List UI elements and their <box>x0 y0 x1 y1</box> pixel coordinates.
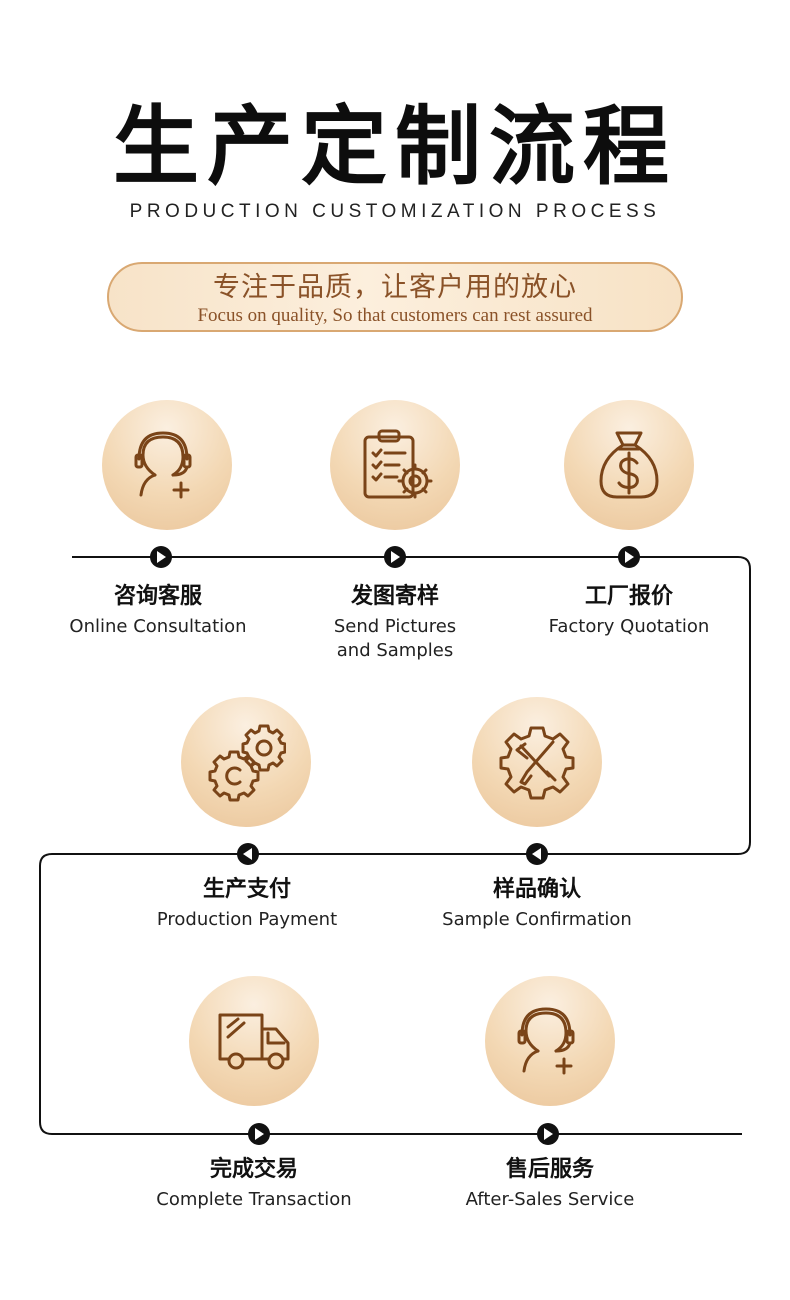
step-transaction-label: 完成交易 Complete Transaction <box>124 1155 384 1212</box>
arrow-marker-3 <box>618 546 640 568</box>
arrow-marker-7 <box>537 1123 559 1145</box>
step-title-cn: 完成交易 <box>209 1157 298 1182</box>
page-subtitle: PRODUCTION CUSTOMIZATION PROCESS <box>129 201 661 222</box>
slogan-chinese: 专注于品质，让客户用的放心 <box>213 272 577 303</box>
step-title-cn: 生产支付 <box>202 877 291 902</box>
step-title-cn: 售后服务 <box>505 1157 594 1182</box>
step-title-cn: 工厂报价 <box>584 584 673 609</box>
tools-gear-icon <box>499 726 575 800</box>
arrow-marker-5 <box>237 843 259 865</box>
step-consultation-label: 咨询客服 Online Consultation <box>28 582 288 639</box>
money-bag-icon <box>599 431 659 499</box>
step-title-en: Production Payment <box>156 909 338 930</box>
step-title-cn: 发图寄样 <box>350 584 439 609</box>
step-title-en: Sample Confirmation <box>442 909 632 930</box>
step-after-sales-label: 售后服务 After-Sales Service <box>420 1155 680 1212</box>
step-title-en: Send Pictures <box>333 616 457 637</box>
step-confirmation-circle <box>472 697 602 827</box>
step-confirmation-label: 样品确认 Sample Confirmation <box>407 875 667 932</box>
step-title-cn: 样品确认 <box>492 877 581 902</box>
step-title-cn: 咨询客服 <box>113 584 202 609</box>
step-title-en-line2: and Samples <box>336 640 454 661</box>
arrow-marker-6 <box>248 1123 270 1145</box>
step-quotation-circle <box>564 400 694 530</box>
step-quotation-label: 工厂报价 Factory Quotation <box>499 582 759 639</box>
step-after-sales-circle <box>485 976 615 1106</box>
step-consultation-circle <box>102 400 232 530</box>
page-title: 生产定制流程 <box>113 97 677 197</box>
step-send-samples-circle <box>330 400 460 530</box>
slogan-english: Focus on quality, So that customers can … <box>197 305 593 326</box>
gears-icon <box>208 724 286 802</box>
customer-service-icon <box>134 431 192 499</box>
step-title-en: Factory Quotation <box>548 616 710 637</box>
step-transaction-circle <box>189 976 319 1106</box>
step-send-samples-label: 发图寄样 Send Pictures and Samples <box>265 582 525 663</box>
step-title-en: Complete Transaction <box>156 1189 352 1210</box>
arrow-marker-2 <box>384 546 406 568</box>
delivery-truck-icon <box>218 1013 290 1070</box>
step-payment-circle <box>181 697 311 827</box>
slogan-banner: 专注于品质，让客户用的放心 Focus on quality, So that … <box>107 262 683 332</box>
step-title-en: Online Consultation <box>69 616 247 637</box>
arrow-marker-1 <box>150 546 172 568</box>
clipboard-gear-icon <box>363 429 433 499</box>
after-sales-icon <box>517 1007 575 1075</box>
arrow-marker-4 <box>526 843 548 865</box>
step-payment-label: 生产支付 Production Payment <box>117 875 377 932</box>
step-title-en: After-Sales Service <box>465 1189 635 1210</box>
